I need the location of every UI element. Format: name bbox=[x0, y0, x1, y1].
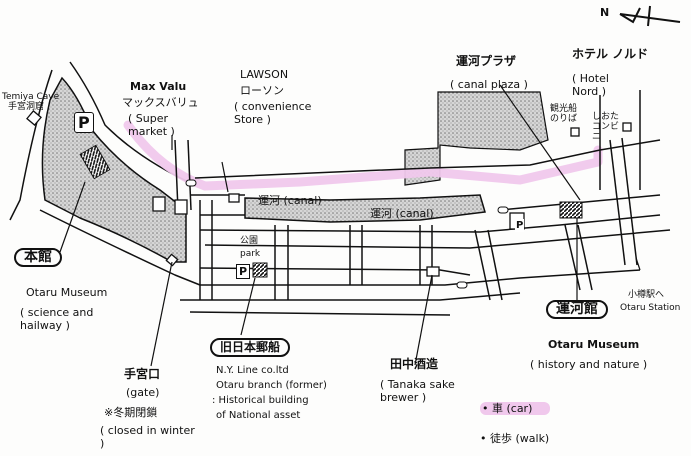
konbini-label: しおた コンビニ bbox=[592, 112, 620, 142]
nyk-desc-4: of National asset bbox=[216, 410, 301, 421]
nyk-desc-1: N.Y. Line co.ltd bbox=[216, 365, 289, 376]
canal bbox=[244, 194, 486, 223]
compass-arrow bbox=[619, 5, 681, 27]
boat-pier-label: 観光船のりば bbox=[550, 104, 578, 124]
lawson-label: LAWSON bbox=[240, 68, 289, 81]
gate-note-jp: ※冬期閉鎖 bbox=[104, 406, 158, 419]
temiya-cave-label: Temiya Cave bbox=[2, 92, 60, 102]
honkan-building bbox=[79, 144, 111, 180]
canal-label-1: 運河 (canal) bbox=[258, 194, 322, 207]
temiya-cave-jp: 手宮洞窟 bbox=[8, 102, 45, 112]
nyk-desc-2: Otaru branch (former) bbox=[216, 380, 327, 391]
gate-jp: 手宮口 bbox=[124, 367, 161, 381]
roads bbox=[174, 90, 671, 316]
maxvalu-desc: ( Super market ) bbox=[128, 112, 175, 138]
car-route bbox=[123, 120, 603, 191]
maxvalu-label: Max Valu bbox=[130, 80, 187, 93]
park-jp: 公園 bbox=[240, 236, 259, 246]
parking-label-museum: P bbox=[74, 112, 94, 133]
unga-name: Otaru Museum bbox=[548, 338, 640, 351]
tanaka-jp: 田中酒造 bbox=[390, 357, 439, 371]
unga-building bbox=[559, 201, 583, 219]
honkan-name: Otaru Museum bbox=[26, 286, 108, 299]
honkan-desc: ( science and hailway ) bbox=[20, 306, 94, 332]
hotel-nord-jp: ホテル ノルド bbox=[572, 47, 649, 61]
nyk-badge: 旧日本郵船 bbox=[210, 338, 291, 357]
maxvalu-jp: マックスバリュ bbox=[122, 96, 199, 109]
nyk-building bbox=[252, 262, 268, 278]
canal-plaza-jp: 運河プラザ bbox=[456, 54, 517, 68]
compass-north: N bbox=[600, 6, 610, 19]
canal-label-2: 運河 (canal) bbox=[370, 207, 434, 220]
station-jp: 小樽駅へ bbox=[628, 290, 665, 300]
park-en: park bbox=[240, 249, 261, 259]
unga-badge: 運河館 bbox=[546, 300, 608, 319]
legend-car: • 車 (car) bbox=[480, 402, 551, 415]
parking-label-nyk: P bbox=[236, 264, 251, 279]
unga-desc: ( history and nature ) bbox=[530, 358, 648, 371]
gate-en: (gate) bbox=[126, 386, 160, 399]
nyk-desc-3: : Historical building bbox=[212, 395, 309, 406]
lawson-desc: ( convenience Store ) bbox=[234, 100, 312, 126]
gate-note-en: ( closed in winter ) bbox=[100, 424, 195, 450]
hotel-nord-en: ( Hotel Nord ) bbox=[572, 72, 609, 98]
canal-plaza-area bbox=[404, 91, 549, 186]
honkan-badge: 本館 bbox=[14, 248, 62, 267]
canal-plaza-en: ( canal plaza ) bbox=[450, 78, 528, 91]
station-en: Otaru Station bbox=[620, 303, 681, 313]
tanaka-en: ( Tanaka sake brewer ) bbox=[380, 378, 455, 404]
parking-label-canal: P bbox=[515, 219, 525, 232]
legend-walk: • 徒歩 (walk) bbox=[480, 432, 550, 445]
lawson-jp: ローソン bbox=[240, 84, 284, 97]
